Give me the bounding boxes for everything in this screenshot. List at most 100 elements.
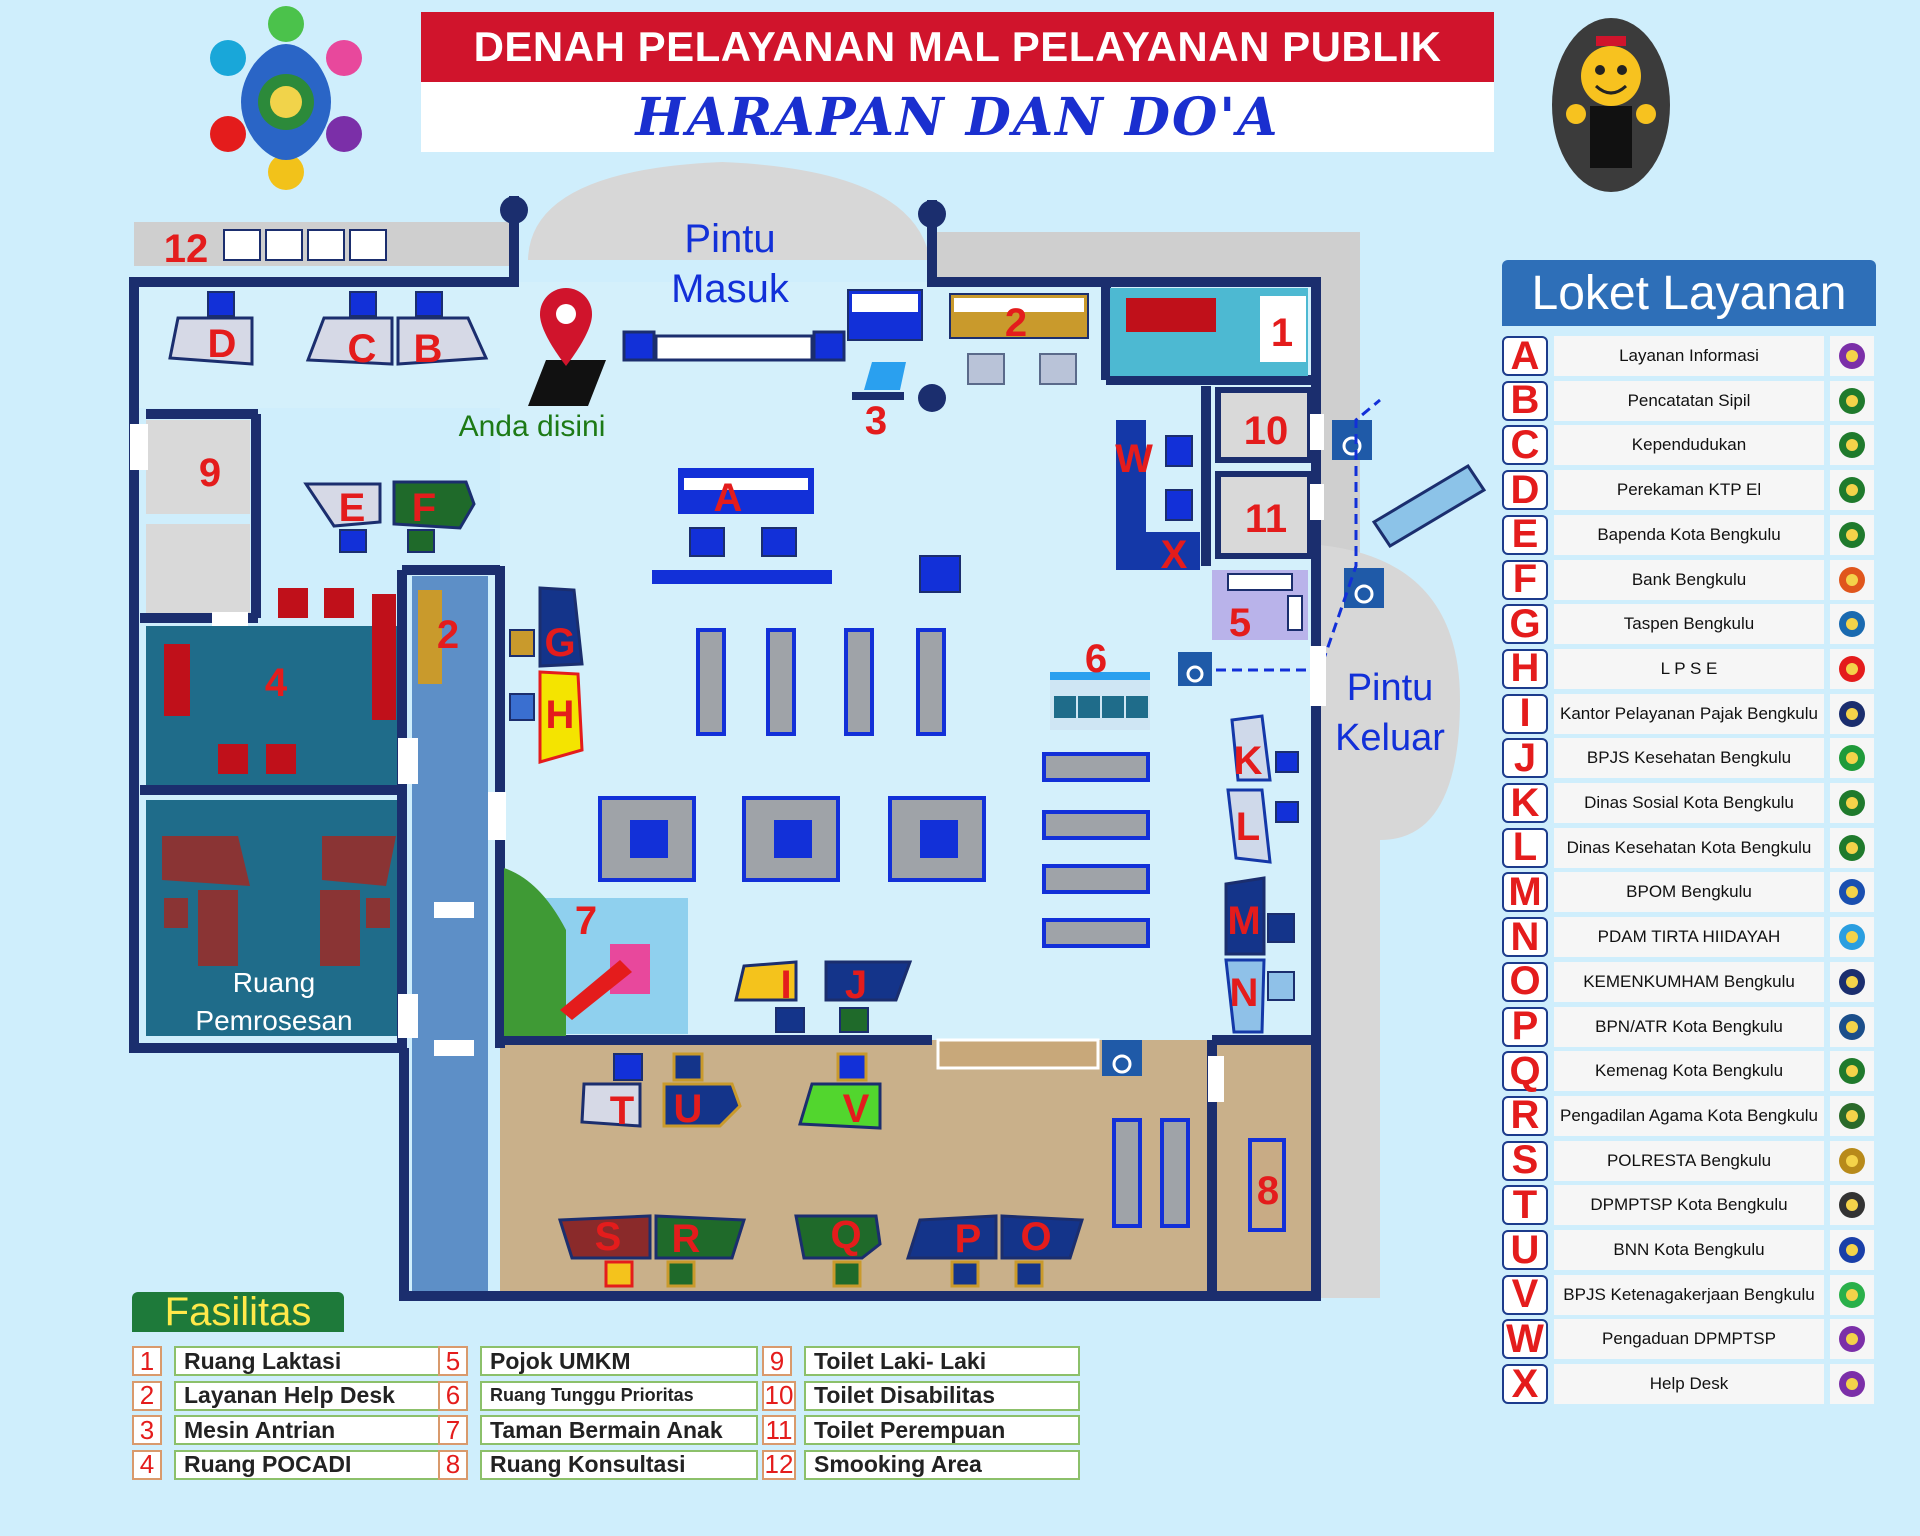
taspen-icon bbox=[1830, 604, 1874, 645]
loket-name: DPMPTSP Kota Bengkulu bbox=[1554, 1185, 1824, 1226]
counter-label-w: W bbox=[1115, 437, 1153, 481]
court-icon bbox=[1830, 1095, 1874, 1136]
room-number-4: 4 bbox=[265, 661, 288, 705]
kemenag-icon bbox=[1830, 1051, 1874, 1092]
fasilitas-number: 7 bbox=[438, 1415, 468, 1445]
room-number-5: 5 bbox=[1229, 601, 1251, 645]
loket-letter: B bbox=[1502, 378, 1548, 422]
loket-name: Bapenda Kota Bengkulu bbox=[1554, 514, 1824, 555]
loket-letter: E bbox=[1502, 512, 1548, 556]
room-number-11: 11 bbox=[1245, 497, 1287, 541]
loket-name: KEMENKUMHAM Bengkulu bbox=[1554, 961, 1824, 1002]
fasilitas-name: Ruang POCADI bbox=[174, 1449, 452, 1480]
police-icon bbox=[1830, 1140, 1874, 1181]
city-emblem-icon bbox=[1830, 827, 1874, 868]
loket-letter: R bbox=[1502, 1093, 1548, 1137]
fasilitas-number: 10 bbox=[762, 1380, 796, 1411]
city-emblem-icon bbox=[1830, 783, 1874, 823]
mpp-logo-icon bbox=[1830, 1319, 1874, 1360]
loket-name: BPJS Ketenagakerjaan Bengkulu bbox=[1554, 1274, 1824, 1315]
counter-label-u: U bbox=[674, 1087, 703, 1131]
loket-letter: G bbox=[1502, 602, 1548, 646]
loket-name: BPN/ATR Kota Bengkulu bbox=[1554, 1006, 1824, 1047]
city-emblem-icon bbox=[1830, 380, 1874, 421]
counter-label-n: N bbox=[1230, 971, 1259, 1015]
room-number-9: 9 bbox=[199, 451, 221, 495]
loket-letter: V bbox=[1502, 1272, 1548, 1316]
loket-letter: F bbox=[1502, 557, 1548, 601]
page-subtitle: HARAPAN DAN DO'A bbox=[421, 82, 1494, 152]
loket-name: Layanan Informasi bbox=[1554, 336, 1824, 376]
room-number-7: 7 bbox=[575, 899, 597, 943]
loket-name: Perekaman KTP El bbox=[1554, 470, 1824, 511]
bpjs-kesehatan-icon bbox=[1830, 738, 1874, 779]
counter-label-d: D bbox=[208, 322, 237, 366]
loket-name: BNN Kota Bengkulu bbox=[1554, 1230, 1824, 1270]
loket-name: Dinas Sosial Kota Bengkulu bbox=[1554, 783, 1824, 823]
loket-name: POLRESTA Bengkulu bbox=[1554, 1140, 1824, 1181]
room-number-2-top: 2 bbox=[1005, 301, 1027, 345]
loket-name: BPJS Kesehatan Bengkulu bbox=[1554, 738, 1824, 779]
loket-name: Kemenag Kota Bengkulu bbox=[1554, 1051, 1824, 1092]
counter-label-i: I bbox=[780, 963, 791, 1007]
tax-office-icon bbox=[1830, 693, 1874, 734]
loket-name: Bank Bengkulu bbox=[1554, 559, 1824, 600]
counter-label-e: E bbox=[339, 486, 366, 530]
fasilitas-item: 12 Smooking Area bbox=[762, 1449, 1080, 1482]
fasilitas-name: Toilet Laki- Laki bbox=[804, 1346, 1080, 1376]
loket-name: Pengaduan DPMPTSP bbox=[1554, 1319, 1824, 1360]
loket-legend-title: Loket Layanan bbox=[1502, 260, 1876, 326]
page-title: DENAH PELAYANAN MAL PELAYANAN PUBLIK bbox=[421, 12, 1494, 82]
loket-letter: D bbox=[1502, 468, 1548, 512]
loket-name: Taspen Bengkulu bbox=[1554, 604, 1824, 645]
loket-name: Dinas Kesehatan Kota Bengkulu bbox=[1554, 827, 1824, 868]
counter-label-r: R bbox=[672, 1217, 701, 1261]
mascot-image bbox=[1552, 18, 1670, 192]
counter-label-t: T bbox=[610, 1089, 634, 1133]
lpse-icon bbox=[1830, 648, 1874, 689]
loket-name: BPOM Bengkulu bbox=[1554, 872, 1824, 913]
room-number-6: 6 bbox=[1085, 637, 1107, 681]
fasilitas-name: Smooking Area bbox=[804, 1449, 1080, 1480]
mpp-logo-icon bbox=[184, 4, 388, 200]
city-emblem-icon bbox=[1830, 470, 1874, 511]
loket-name: Kependudukan bbox=[1554, 425, 1824, 466]
loket-name: Help Desk bbox=[1554, 1364, 1824, 1405]
fasilitas-number: 11 bbox=[762, 1415, 796, 1445]
counter-label-j: J bbox=[845, 963, 867, 1007]
fasilitas-name: Taman Bermain Anak bbox=[480, 1415, 758, 1445]
counter-label-b: B bbox=[414, 327, 443, 371]
fasilitas-title: Fasilitas bbox=[132, 1290, 344, 1334]
counter-label-l: L bbox=[1236, 805, 1260, 849]
fasilitas-number: 3 bbox=[132, 1415, 162, 1445]
loket-letter: K bbox=[1502, 781, 1548, 825]
processing-room-label: Ruang bbox=[233, 967, 316, 998]
fasilitas-number: 5 bbox=[438, 1346, 468, 1376]
fasilitas-number: 12 bbox=[762, 1449, 796, 1480]
room-number-12: 12 bbox=[164, 227, 209, 271]
fasilitas-name: Ruang Tunggu Prioritas bbox=[480, 1380, 758, 1411]
loket-name: L P S E bbox=[1554, 648, 1824, 689]
exit-label-2: Keluar bbox=[1335, 717, 1445, 759]
room-number-1: 1 bbox=[1271, 311, 1293, 355]
you-are-here-label: Anda disini bbox=[459, 410, 606, 443]
room-number-8: 8 bbox=[1257, 1169, 1279, 1213]
